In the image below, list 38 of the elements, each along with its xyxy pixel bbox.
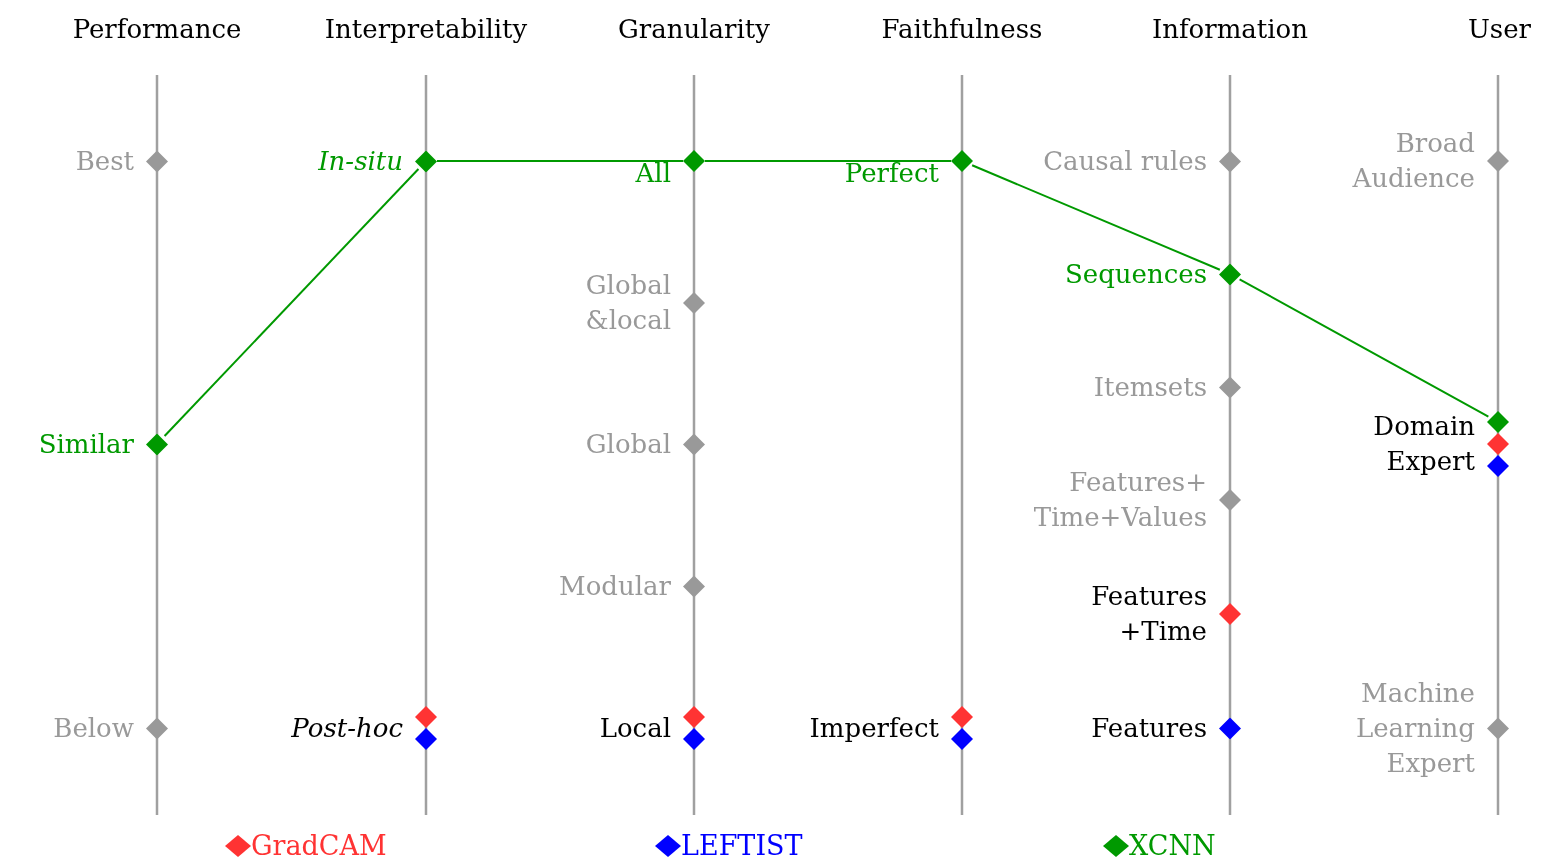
axis-title: Information bbox=[1152, 14, 1308, 44]
value-label: Broad Audience bbox=[1351, 127, 1475, 195]
axis-title: User bbox=[1467, 14, 1531, 44]
value-label: Machine Learning Expert bbox=[1354, 676, 1475, 780]
value-label: Causal rules bbox=[1043, 144, 1207, 178]
axis-title: Faithfulness bbox=[881, 14, 1043, 44]
axis-title: Granularity bbox=[618, 14, 770, 44]
value-label: Modular bbox=[559, 569, 671, 603]
axis-value bbox=[599, 706, 705, 750]
value-label: Local bbox=[599, 711, 671, 745]
value-label: Global bbox=[585, 427, 671, 461]
value-label: In-situ bbox=[318, 144, 403, 178]
profile-line bbox=[163, 167, 420, 438]
profile-line bbox=[1238, 278, 1490, 418]
value-label: Features bbox=[1091, 711, 1207, 745]
profile-line bbox=[971, 164, 1221, 271]
value-label: Similar bbox=[38, 427, 134, 461]
value-label: Perfect bbox=[844, 157, 939, 190]
profile-line bbox=[436, 160, 684, 162]
axis-title: Interpretability bbox=[324, 14, 528, 44]
value-label: Below bbox=[53, 711, 134, 745]
value-label: Domain Expert bbox=[1372, 410, 1475, 478]
value-label: Imperfect bbox=[809, 711, 939, 745]
value-label: Best bbox=[75, 144, 134, 178]
axis-value bbox=[809, 706, 973, 750]
value-label: Post-hoc bbox=[291, 711, 403, 745]
value-label: Itemsets bbox=[1093, 370, 1207, 404]
value-label: Sequences bbox=[1065, 257, 1207, 291]
legend-label: LEFTIST bbox=[681, 830, 803, 861]
legend-label: XCNN bbox=[1129, 830, 1216, 861]
profile-line bbox=[704, 160, 952, 162]
value-label: Features +Time bbox=[1090, 580, 1207, 648]
value-label: All bbox=[635, 157, 671, 190]
legend-label: GradCAM bbox=[251, 830, 387, 861]
value-label: Global &local bbox=[584, 269, 671, 337]
value-label: Features+ Time+Values bbox=[1032, 466, 1207, 534]
axis-title: Performance bbox=[72, 14, 242, 44]
axis-value bbox=[291, 706, 437, 750]
